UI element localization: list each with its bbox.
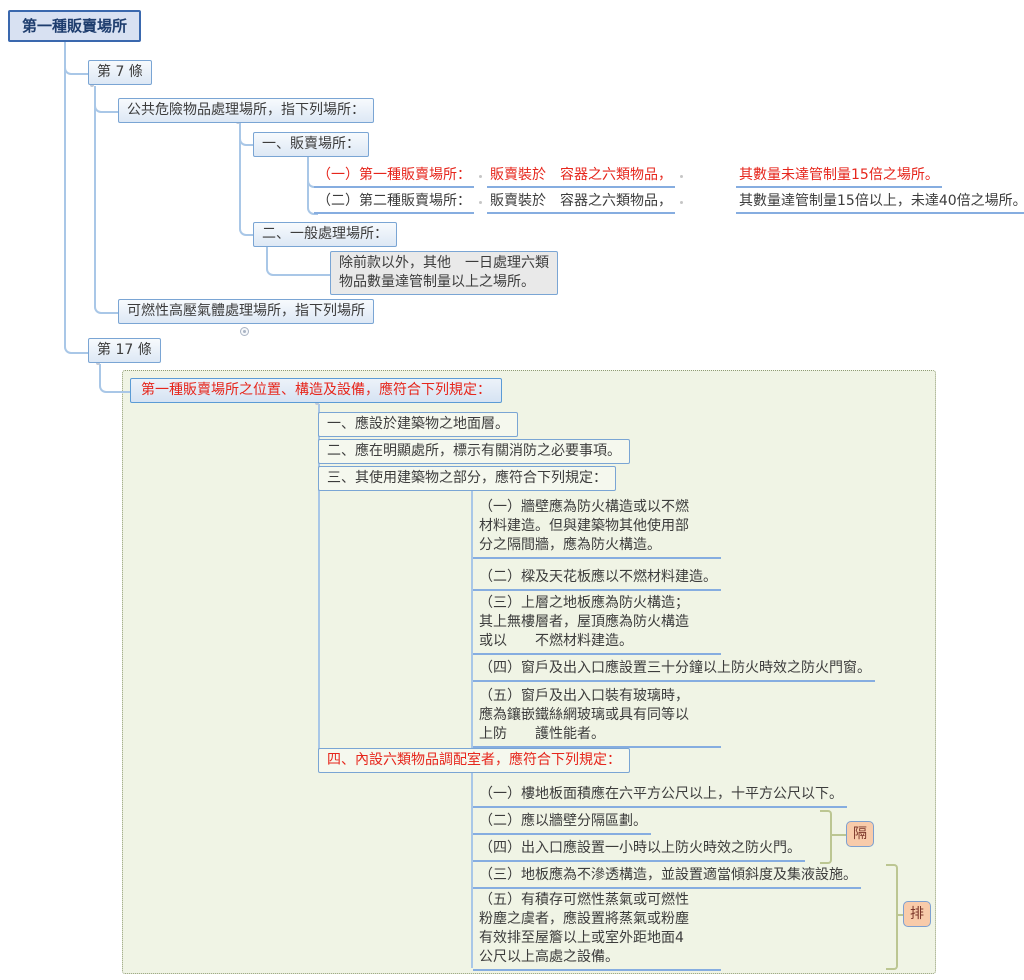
node-rule4-item1[interactable]: （一）樓地板面積應在六平方公尺以上，十平方公尺以下。 [473,785,847,808]
connector-article17-title [99,364,132,393]
node-rule4[interactable]: 四、內設六類物品調配室者，應符合下列規定： [318,748,630,773]
node-rule3-item2[interactable]: （二）樑及天花板應以不燃材料建造。 [473,568,721,591]
node-rule3[interactable]: 三、其使用建築物之部分，應符合下列規定： [318,466,616,491]
connector-item2-desc [266,246,332,276]
node-type1-name[interactable]: （一）第一種販賣場所： [314,166,474,188]
node-flammable-gas[interactable]: 可燃性高壓氣體處理場所，指下列場所 [118,299,374,324]
node-rule4-item3[interactable]: （三）地板應為不滲透構造，並設置適當傾斜度及集液設施。 [473,866,861,889]
connector-intro-item2 [239,123,255,236]
connector-intro-item1 [239,123,255,146]
summary-tick-partition [830,834,846,836]
node-rule4-item2[interactable]: （二）應以牆壁分隔區劃。 [473,812,651,835]
node-type1-desc2[interactable]: 其數量未達管制量15倍之場所。 [736,166,942,188]
branch-dot [90,83,94,87]
connector-rule3-items [471,489,473,749]
node-rule1[interactable]: 一、應設於建築物之地面層。 [318,412,518,437]
node-general-handling[interactable]: 二、一般處理場所： [253,222,397,247]
separator-dot [479,175,482,178]
node-type1-desc1[interactable]: 販賣裝於 容器之六類物品， [487,166,675,188]
summary-bracket-partition [820,810,832,864]
node-row-type1: （一）第一種販賣場所： 販賣裝於 容器之六類物品， 其數量未達管制量15倍之場所… [314,166,942,188]
connector-root-article17 [64,42,90,354]
node-type2-desc2[interactable]: 其數量達管制量15倍以上，未達40倍之場所。 [736,192,1024,214]
node-rule3-item1[interactable]: （一）牆壁應為防火構造或以不燃 材料建造。但與建築物其他使用部 分之隔間牆，應為… [473,498,721,559]
summary-label-partition[interactable]: 隔 [846,821,874,847]
node-type2-desc1[interactable]: 販賣裝於 容器之六類物品， [487,192,675,214]
connector-title-rules [318,404,320,761]
node-row-type2: （二）第二種販賣場所： 販賣裝於 容器之六類物品， 其數量達管制量15倍以上，未… [314,192,1024,214]
connector-article7-gas [94,86,120,314]
summary-bracket-exhaust [886,864,898,970]
node-article7[interactable]: 第 7 條 [88,60,152,85]
node-type2-name[interactable]: （二）第二種販賣場所： [314,192,474,214]
node-rule3-item4[interactable]: （四）窗戶及出入口應設置三十分鐘以上防火時效之防火門窗。 [473,659,875,682]
node-article17[interactable]: 第 17 條 [88,338,161,363]
node-article7-intro[interactable]: 公共危險物品處理場所，指下列場所： [118,98,374,123]
node-rule4-item5[interactable]: （五）有積存可燃性蒸氣或可燃性 粉塵之虞者，應設置將蒸氣或粉塵 有效排至屋簷以上… [473,891,721,971]
node-article17-title[interactable]: 第一種販賣場所之位置、構造及設備，應符合下列規定： [130,378,502,403]
node-rule3-item3[interactable]: （三）上層之地板應為防火構造； 其上無樓層者，屋頂應為防火構造 或以 不燃材料建… [473,594,721,655]
connector-article7-intro [94,86,120,113]
separator-dot [479,201,482,204]
connector-root-article7 [64,42,90,75]
branch-dot [315,401,319,405]
node-rule2[interactable]: 二、應在明顯處所，標示有關消防之必要事項。 [318,439,630,464]
node-root-type1-sales-place[interactable]: 第一種販賣場所 [8,10,142,42]
summary-tick-exhaust [896,914,903,916]
branch-dot [96,361,100,365]
connector-item1-type1 [307,156,318,188]
connector-rule4-items [471,771,473,968]
separator-dot [680,201,683,204]
node-sales-places[interactable]: 一、販賣場所： [253,132,369,157]
separator-dot [680,175,683,178]
node-general-handling-desc[interactable]: 除前款以外，其他 一日處理六類 物品數量達管制量以上之場所。 [330,251,558,295]
node-rule4-item4[interactable]: （四）出入口應設置一小時以上防火時效之防火門。 [473,839,805,862]
node-rule3-item5[interactable]: （五）窗戶及出入口裝有玻璃時， 應為鑲嵌鐵絲網玻璃或具有同等以 上防 護性能者。 [473,687,721,748]
collapse-indicator-icon[interactable] [240,327,249,336]
summary-label-exhaust[interactable]: 排 [903,901,931,927]
